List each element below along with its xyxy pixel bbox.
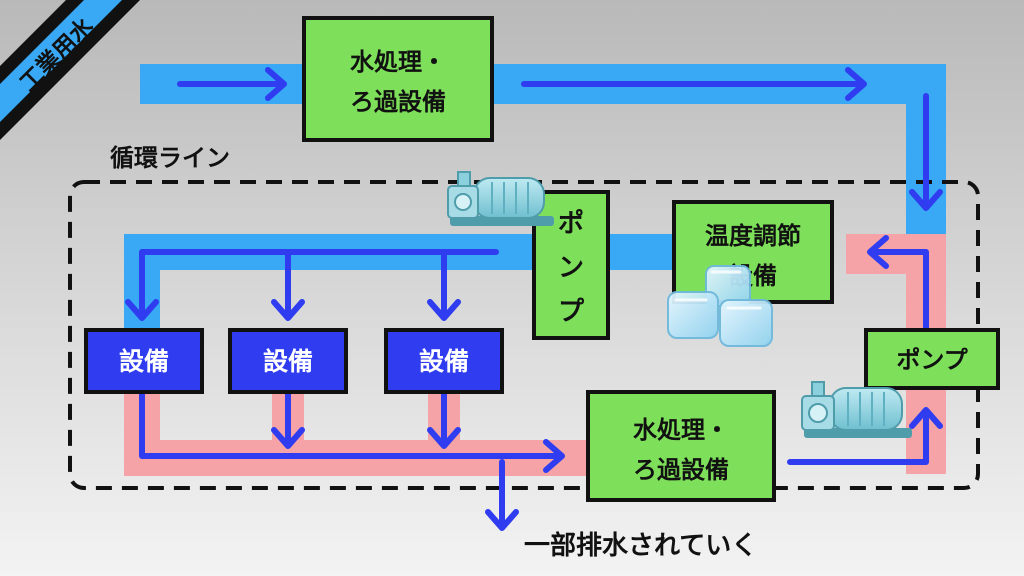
bottom-treatment-line1: 水処理・	[633, 416, 729, 444]
bottom-water-treatment-box: 水処理・ ろ過設備	[586, 390, 776, 502]
circulation-line-label: 循環ライン	[110, 144, 230, 172]
right-pump-box: ポンプ	[864, 328, 1000, 390]
temperature-line1: 温度調節	[705, 222, 801, 250]
equipment-label-3: 設備	[419, 347, 469, 376]
equipment-label-1: 設備	[119, 347, 169, 376]
right-pump-label: ポンプ	[896, 346, 968, 374]
pump-icon	[447, 171, 554, 226]
bottom-treatment-line2: ろ過設備	[633, 456, 729, 484]
equipment-box-1: 設備	[84, 328, 204, 394]
flow-arrows	[125, 67, 943, 531]
equipment-box-3: 設備	[384, 328, 504, 394]
equipment-box-2: 設備	[228, 328, 348, 394]
equipment-label-2: 設備	[263, 347, 313, 376]
top-water-treatment-box: 水処理・ ろ過設備	[302, 16, 494, 142]
vertical-pump-box: ポ ン プ	[532, 190, 610, 340]
temperature-control-box: 温度調節 設備	[672, 200, 834, 304]
top-treatment-line1: 水処理・	[350, 48, 446, 76]
pump-icon	[801, 381, 912, 438]
pump-char-1: ポ	[558, 208, 584, 239]
industrial-water-banner: 工業用水	[0, 0, 140, 140]
ice-cubes-icon	[667, 265, 773, 347]
top-treatment-line2: ろ過設備	[350, 88, 446, 116]
partial-drain-label: 一部排水されていく	[524, 531, 757, 561]
pump-char-2: ン	[558, 253, 584, 283]
pump-char-3: プ	[558, 297, 585, 327]
